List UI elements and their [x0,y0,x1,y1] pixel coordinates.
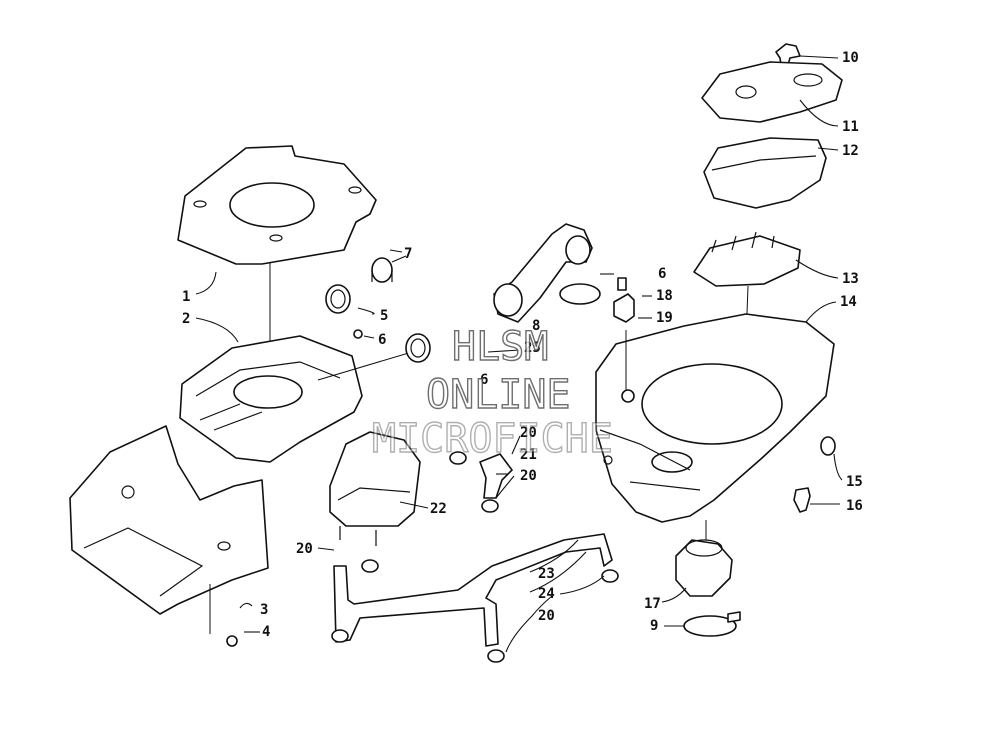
bracket-18 [613,293,635,323]
callout-9: 9 [650,618,658,634]
callout-15: 15 [846,474,863,490]
watermark-line-3: MICROFICHE [372,416,613,462]
clamp-5-lower [405,333,431,363]
callout-21: 21 [520,447,537,463]
foam-filter-12 [703,137,827,209]
callout-1: 1 [182,289,190,305]
callout-18: 18 [656,288,673,304]
air-box-housing-14 [595,313,835,523]
callout-4: 4 [262,624,270,640]
callout-8: 8 [532,318,540,334]
callout-7: 7 [404,246,412,262]
screw-4 [226,635,238,647]
watermark: HLSM ONLINE MICROFICHE [371,323,613,462]
intake-duct [493,223,593,323]
callout-23: 23 [538,566,555,582]
callout-24: 24 [538,586,555,602]
screw-6-right [617,277,627,291]
callout-22: 22 [430,501,447,517]
callout-11: 11 [842,119,859,135]
coupler-7 [371,257,393,283]
reservoir-22 [329,431,421,546]
elbow-21 [449,451,513,513]
screw-6-left [353,329,363,339]
callout-20-lower: 20 [538,608,555,624]
watermark-line-2: ONLINE [426,372,571,418]
callout-2: 2 [182,311,190,327]
callout-13: 13 [842,271,859,287]
callout-12: 12 [842,143,859,159]
grommet-15 [820,436,836,456]
callout-10: 10 [842,50,859,66]
callout-20-mid: 20 [520,468,537,484]
clamp-5-upper [325,284,351,314]
callout-25: 25 [524,340,541,356]
callout-17: 17 [644,596,661,612]
clamp-duct [559,283,601,305]
callout-6-mid: 6 [480,372,488,388]
washer-19 [621,330,635,403]
callout-5: 5 [380,308,388,324]
watermark-line-1: HLSM [452,324,548,370]
callout-20-upper: 20 [520,425,537,441]
leader-lines [195,55,843,653]
cover-plate [177,145,377,378]
callout-20-left: 20 [296,541,313,557]
callout-6-right: 6 [658,266,666,282]
callout-19: 19 [656,310,673,326]
hose-23-24 [331,533,619,663]
boot-17 [675,520,733,597]
callout-labels: 1 2 3 4 5 6 6 6 7 8 9 10 11 12 13 14 15 … [182,50,863,640]
filter-cover-11 [701,61,843,123]
air-box-base [179,335,413,463]
bracket-shield [69,425,269,634]
callout-6-left: 6 [378,332,386,348]
fastener-16 [793,487,811,513]
clamp-9 [683,611,741,637]
callout-3: 3 [260,602,268,618]
callout-16: 16 [846,498,863,514]
filter-cage-13 [693,231,801,395]
callout-14: 14 [840,294,857,310]
